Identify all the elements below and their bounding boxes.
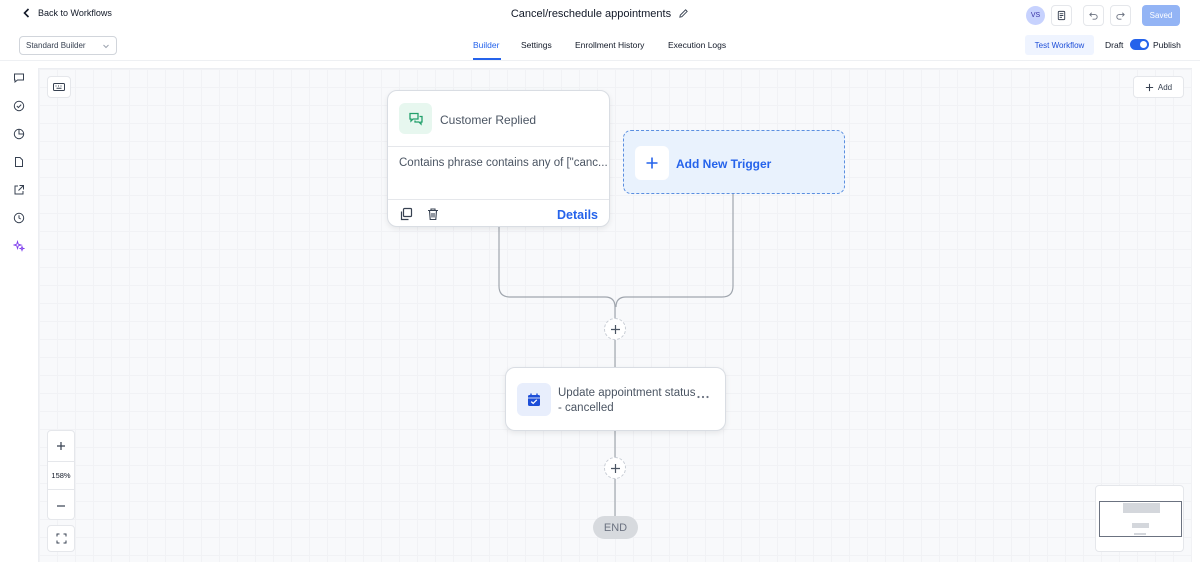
minimap[interactable]: [1095, 485, 1184, 552]
draft-label: Draft: [1105, 40, 1124, 50]
builder-select-value: Standard Builder: [26, 41, 86, 50]
avatar[interactable]: VS: [1026, 6, 1045, 25]
minimap-node: [1141, 503, 1160, 513]
active-tab-indicator: [473, 58, 501, 60]
plus-icon: [610, 324, 620, 334]
end-node: END: [593, 516, 638, 539]
publish-toggle[interactable]: [1130, 39, 1149, 50]
copy-trigger-button[interactable]: [399, 207, 413, 221]
receipt-button[interactable]: [1051, 5, 1072, 26]
redo-button[interactable]: [1110, 5, 1131, 26]
action-card[interactable]: Update appointment status - cancelled: [505, 367, 726, 431]
minimap-node: [1132, 523, 1149, 528]
back-label: Back to Workflows: [38, 8, 112, 18]
trigger-title: Customer Replied: [440, 113, 537, 127]
plus-icon: [57, 441, 65, 450]
more-options-icon[interactable]: [696, 392, 710, 402]
action-title: Update appointment status - cancelled: [558, 387, 696, 414]
undo-icon: [1089, 12, 1098, 20]
copy-icon: [400, 207, 413, 221]
top-bar: Back to Workflows Cancel/reschedule appo…: [0, 0, 1200, 31]
chat-bubbles-icon: [408, 112, 423, 126]
test-workflow-button[interactable]: Test Workflow: [1025, 35, 1094, 55]
fit-view-button[interactable]: [47, 525, 75, 552]
check-circle-icon: [13, 100, 25, 112]
trigger-condition: Contains phrase contains any of ["canc..…: [399, 157, 608, 169]
add-new-trigger-label: Add New Trigger: [676, 157, 772, 171]
tab-builder[interactable]: Builder: [473, 40, 500, 50]
left-sidebar: [0, 61, 38, 565]
details-link[interactable]: Details: [557, 208, 598, 222]
workflow-title-area: Cancel/reschedule appointments: [0, 8, 1200, 20]
sidebar-item-tasks[interactable]: [13, 99, 25, 112]
expand-icon: [56, 533, 66, 544]
comment-icon: [14, 73, 24, 84]
zoom-in-button[interactable]: [48, 431, 74, 460]
pie-chart-icon: [13, 128, 25, 140]
redo-icon: [1116, 12, 1125, 20]
tab-settings[interactable]: Settings: [521, 40, 552, 50]
chevron-down-icon: [103, 44, 109, 48]
zoom-out-button[interactable]: [48, 491, 74, 520]
add-button[interactable]: Add: [1133, 76, 1184, 98]
zoom-controls: 158%: [47, 430, 75, 520]
minimap-node: [1134, 533, 1146, 535]
publish-label: Publish: [1153, 40, 1181, 50]
trigger-card[interactable]: Customer Replied Contains phrase contain…: [387, 90, 610, 227]
add-trigger-plus: [635, 146, 669, 180]
trigger-header: Customer Replied: [388, 91, 609, 147]
minimap-viewport[interactable]: [1099, 501, 1182, 537]
sidebar-item-documents[interactable]: [13, 155, 25, 167]
sidebar-item-external[interactable]: [13, 183, 25, 195]
undo-button[interactable]: [1083, 5, 1104, 26]
plus-icon: [1145, 83, 1153, 91]
workflow-canvas[interactable]: [38, 68, 1192, 562]
clock-icon: [13, 212, 25, 224]
trigger-footer: Details: [388, 199, 609, 228]
add-new-trigger-card[interactable]: Add New Trigger: [623, 130, 845, 194]
plus-icon: [610, 463, 620, 473]
action-icon-box: [517, 383, 551, 416]
receipt-icon: [1057, 10, 1066, 21]
workflow-title[interactable]: Cancel/reschedule appointments: [510, 8, 672, 20]
keyboard-shortcuts-button[interactable]: [47, 76, 71, 98]
sub-toolbar: Standard Builder Builder Settings Enroll…: [0, 31, 1200, 61]
add-step-button[interactable]: [604, 457, 626, 479]
document-icon: [15, 157, 23, 167]
calendar-check-icon: [528, 393, 540, 406]
saved-button[interactable]: Saved: [1142, 5, 1180, 26]
sidebar-item-ai[interactable]: [12, 239, 26, 252]
trash-icon: [428, 208, 438, 221]
sidebar-item-reports[interactable]: [13, 127, 25, 140]
add-label: Add: [1157, 82, 1173, 92]
delete-trigger-button[interactable]: [426, 207, 440, 221]
chevron-left-icon: [23, 8, 30, 18]
zoom-level: 158%: [48, 461, 74, 490]
external-link-icon: [14, 185, 24, 195]
trigger-icon-box: [399, 103, 432, 134]
back-to-workflows-link[interactable]: Back to Workflows: [22, 8, 112, 18]
minimap-node: [1123, 503, 1141, 513]
minus-icon: [57, 504, 65, 507]
sparkles-icon: [12, 239, 26, 252]
plus-icon: [646, 157, 658, 169]
keyboard-icon: [53, 83, 65, 91]
tab-enrollment-history[interactable]: Enrollment History: [575, 40, 645, 50]
add-step-button[interactable]: [604, 318, 626, 340]
pencil-icon[interactable]: [678, 8, 689, 19]
tab-execution-logs[interactable]: Execution Logs: [668, 40, 727, 50]
sidebar-item-comments[interactable]: [13, 71, 25, 84]
sidebar-item-history[interactable]: [13, 211, 25, 224]
builder-select[interactable]: Standard Builder: [19, 36, 117, 55]
